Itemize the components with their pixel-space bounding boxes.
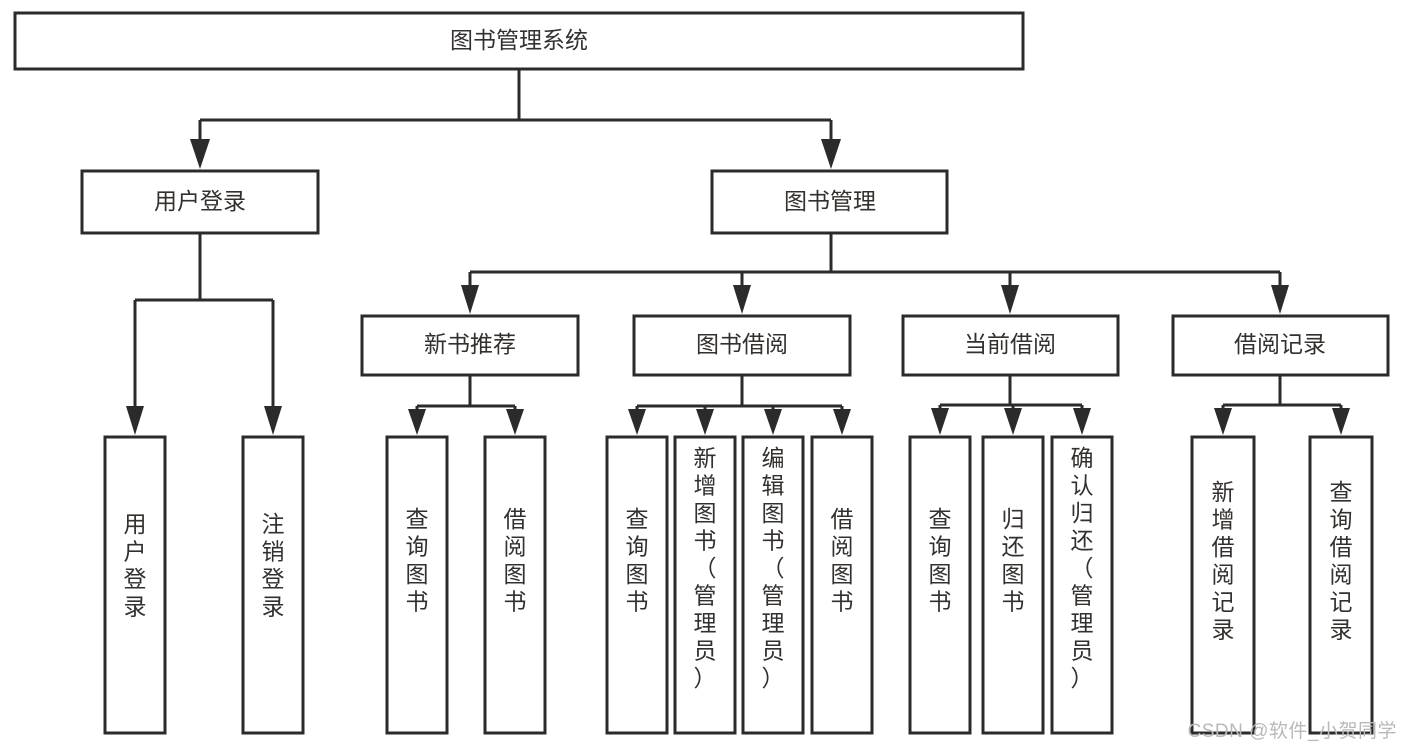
arrow-head-leaf-borrow-book-bor	[833, 409, 851, 435]
node-book-manage[interactable]: 图书管理	[710, 169, 949, 235]
arrow-head-leaf-add-book-admin	[696, 409, 714, 435]
node-leaf-query-book-cur-label: 查询图书	[929, 506, 952, 615]
node-user-login-box[interactable]	[80, 169, 320, 235]
node-leaf-edit-book-admin-box[interactable]	[741, 435, 805, 735]
node-book-borrow-label: 图书借阅	[696, 331, 788, 357]
arrow-head-leaf-query-book-cur	[931, 408, 949, 435]
node-leaf-add-book-admin[interactable]: 新增图书（管理员）	[673, 435, 737, 735]
node-leaf-edit-book-admin-label: 编辑图书（管理员）	[762, 445, 785, 691]
node-leaf-borrow-book-rec-box[interactable]	[483, 435, 547, 735]
node-leaf-add-book-admin-box[interactable]	[673, 435, 737, 735]
node-user-login[interactable]: 用户登录	[80, 169, 320, 235]
node-leaf-add-borrow-record-box[interactable]	[1190, 435, 1256, 735]
node-leaf-query-borrow-record-label: 查询借阅记录	[1330, 479, 1353, 643]
arrow-head-borrow-record	[1271, 285, 1289, 314]
arrow-head-leaf-query-book-rec	[408, 409, 426, 435]
node-root-box[interactable]	[13, 11, 1025, 71]
node-leaf-confirm-return-admin-box[interactable]	[1050, 435, 1114, 735]
node-leaf-borrow-book-rec-label: 借阅图书	[504, 506, 527, 615]
node-leaf-query-book-rec-label: 查询图书	[406, 506, 429, 615]
node-leaf-query-book-cur-box[interactable]	[908, 435, 972, 735]
arrow-head-user-login	[190, 139, 210, 169]
node-leaf-user-login-label: 用户登录	[124, 511, 147, 620]
node-leaf-query-book-bor-label: 查询图书	[626, 506, 649, 615]
node-new-book-recommend-label: 新书推荐	[424, 331, 516, 357]
node-leaf-query-book-rec-box[interactable]	[385, 435, 449, 735]
node-leaf-query-book-bor[interactable]: 查询图书	[605, 435, 669, 735]
node-borrow-record[interactable]: 借阅记录	[1171, 314, 1390, 377]
node-new-book-recommend-box[interactable]	[360, 314, 580, 377]
arrow-head-leaf-user-login	[126, 406, 144, 435]
node-leaf-logout-login[interactable]: 注销登录	[241, 435, 305, 735]
node-leaf-user-login-box[interactable]	[103, 435, 167, 735]
node-leaf-query-borrow-record-box[interactable]	[1308, 435, 1374, 735]
node-user-login-label: 用户登录	[154, 188, 246, 214]
node-current-borrow-box[interactable]	[901, 314, 1120, 377]
node-current-borrow[interactable]: 当前借阅	[901, 314, 1120, 377]
node-leaf-confirm-return-admin-label: 确认归还（管理员）	[1071, 445, 1094, 691]
arrow-head-leaf-edit-book-admin	[764, 409, 782, 435]
node-borrow-record-label: 借阅记录	[1234, 331, 1326, 357]
node-leaf-return-book-label: 归还图书	[1002, 506, 1025, 615]
node-book-manage-label: 图书管理	[784, 188, 876, 214]
node-leaf-user-login[interactable]: 用户登录	[103, 435, 167, 735]
connector-group	[126, 69, 1350, 435]
arrow-head-current-borrow	[1001, 285, 1019, 314]
arrow-head-leaf-query-borrow-record	[1332, 408, 1350, 435]
node-leaf-query-borrow-record[interactable]: 查询借阅记录	[1308, 435, 1374, 735]
node-leaf-query-book-bor-box[interactable]	[605, 435, 669, 735]
arrow-head-leaf-add-borrow-record	[1214, 408, 1232, 435]
node-book-borrow-box[interactable]	[632, 314, 852, 377]
node-leaf-return-book-box[interactable]	[981, 435, 1045, 735]
node-leaf-confirm-return-admin[interactable]: 确认归还（管理员）	[1050, 435, 1114, 735]
arrow-head-book-manage	[821, 139, 841, 169]
node-leaf-borrow-book-bor-box[interactable]	[810, 435, 874, 735]
arrow-head-leaf-query-book-bor	[628, 409, 646, 435]
node-current-borrow-label: 当前借阅	[964, 331, 1056, 357]
arrow-head-new-book-recommend	[461, 285, 479, 314]
node-leaf-add-book-admin-label: 新增图书（管理员）	[694, 445, 717, 691]
node-root[interactable]: 图书管理系统	[13, 11, 1025, 71]
node-borrow-record-box[interactable]	[1171, 314, 1390, 377]
arrow-head-leaf-logout-login	[264, 406, 282, 435]
node-leaf-query-book-rec[interactable]: 查询图书	[385, 435, 449, 735]
node-leaf-borrow-book-rec[interactable]: 借阅图书	[483, 435, 547, 735]
arrow-head-leaf-return-book	[1004, 408, 1022, 435]
node-leaf-borrow-book-bor[interactable]: 借阅图书	[810, 435, 874, 735]
node-root-label: 图书管理系统	[450, 27, 588, 53]
node-leaf-add-borrow-record-label: 新增借阅记录	[1212, 479, 1235, 643]
node-leaf-edit-book-admin[interactable]: 编辑图书（管理员）	[741, 435, 805, 735]
node-book-manage-box[interactable]	[710, 169, 949, 235]
arrow-head-leaf-borrow-book-rec	[506, 409, 524, 435]
node-leaf-add-borrow-record[interactable]: 新增借阅记录	[1190, 435, 1256, 735]
node-leaf-return-book[interactable]: 归还图书	[981, 435, 1045, 735]
arrow-head-book-borrow	[733, 285, 751, 314]
node-leaf-borrow-book-bor-label: 借阅图书	[831, 506, 854, 615]
node-book-borrow[interactable]: 图书借阅	[632, 314, 852, 377]
node-new-book-recommend[interactable]: 新书推荐	[360, 314, 580, 377]
node-leaf-logout-login-box[interactable]	[241, 435, 305, 735]
node-leaf-query-book-cur[interactable]: 查询图书	[908, 435, 972, 735]
arrow-head-leaf-confirm-return-admin	[1073, 408, 1091, 435]
node-leaf-logout-login-label: 注销登录	[262, 511, 285, 620]
